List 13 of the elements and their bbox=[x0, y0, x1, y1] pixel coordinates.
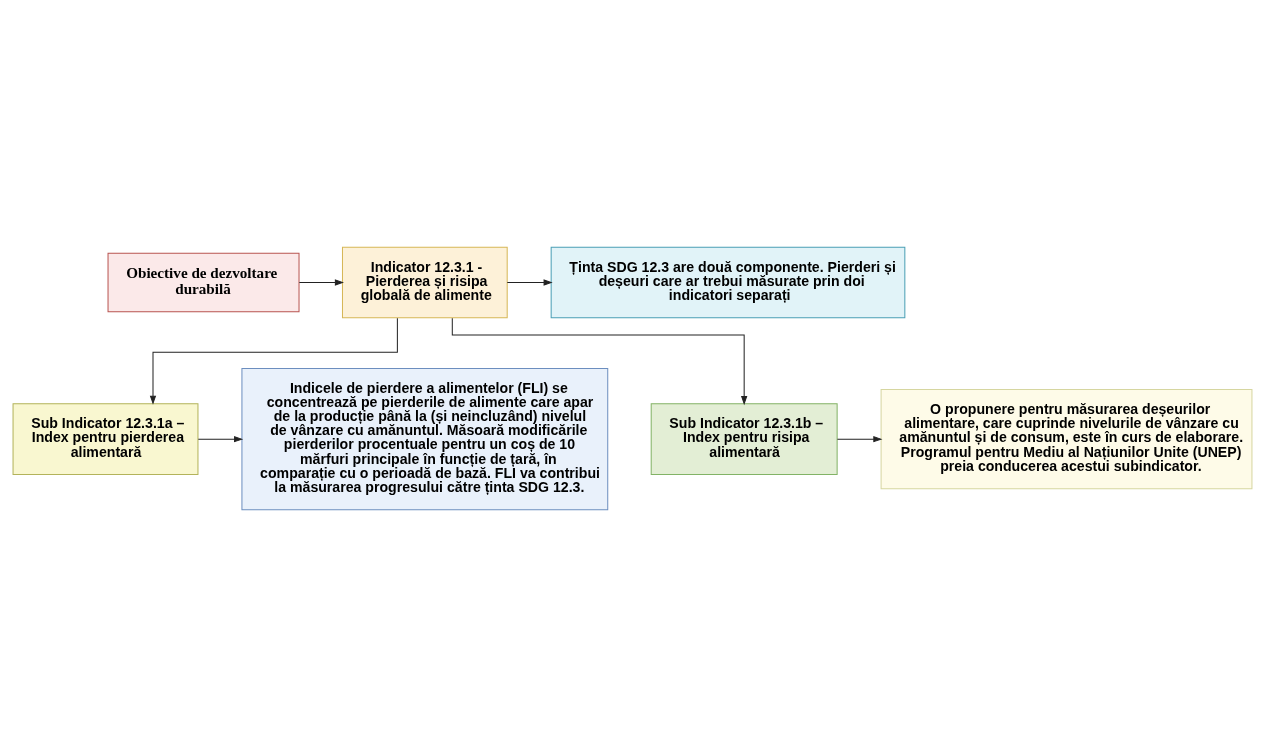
arrow bbox=[149, 317, 398, 405]
node-box: Ținta SDG 12.3 are două componente. Pierderi și deșeuri care ar trebui măsurate prin doi indicatori separați bbox=[550, 246, 905, 318]
node-box: Indicator 12.3.1 - Pierderea și risipa globală de alimente bbox=[341, 246, 508, 318]
node-box: Sub Indicator 12.3.1b – Index pentru risipa alimentară bbox=[650, 402, 838, 475]
node-box: Sub Indicator 12.3.1a – Index pentru pierderea alimentară bbox=[12, 402, 198, 475]
node-box: O propunere pentru măsurarea deșeurilor alimentare, care cuprinde nivelurile de vânzare cu amănuntul și de consum, este în curs de elaborare. Programul pentru Mediu al Națiunilor Unite (UNEP) preia conducerea acestui subindicator. bbox=[880, 388, 1252, 489]
arrow bbox=[836, 435, 882, 442]
arrow bbox=[197, 435, 243, 442]
arrow bbox=[298, 278, 344, 286]
arrow bbox=[506, 278, 553, 286]
arrow bbox=[451, 317, 747, 405]
node-box: Indicele de pierdere a alimentelor (FLI) se concentrează pe pierderile de alimente care apar de la producție până la (și neincluzând) nivelul de vânzare cu amănuntul. Măsoară modificările pierderilor procentuale pentru un coș de 10 mărfuri principale în funcție de țară, în comparație cu o perioadă de bază. FLI va contribui la măsurarea progresului către ținta SDG 12.3. bbox=[240, 367, 608, 510]
node-box: Obiective de dezvoltare durabilă bbox=[107, 252, 300, 312]
